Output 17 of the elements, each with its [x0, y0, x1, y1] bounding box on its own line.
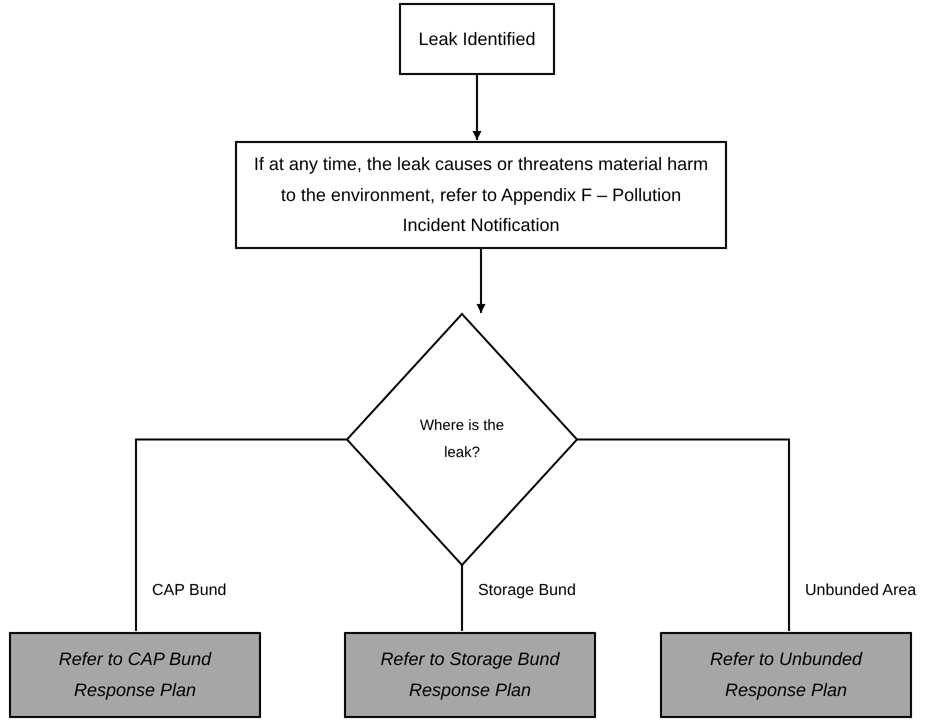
- result-box: [344, 632, 596, 718]
- connector-line: [461, 565, 463, 631]
- result-box: [9, 632, 261, 718]
- node-text: Leak Identified: [417, 28, 537, 51]
- process-box: [399, 3, 555, 75]
- node-text: Refer to Unbunded Response Plan: [708, 648, 864, 702]
- arrow: [472, 75, 482, 140]
- connector-line: [135, 438, 347, 631]
- node-text: Where is the leak?: [418, 416, 506, 462]
- connector-line: [577, 438, 790, 631]
- result-box: [660, 632, 912, 718]
- process-box: [235, 141, 727, 249]
- arrow: [476, 249, 486, 313]
- node-text: Refer to CAP Bund Response Plan: [58, 648, 212, 702]
- edge-label: Storage Bund: [478, 582, 576, 600]
- node-text: Refer to Storage Bund Response Plan: [379, 648, 561, 702]
- node-text: If at any time, the leak causes or threatens material harm to the environment, refer to Appendix F – Pollution Incident Notification: [252, 152, 710, 238]
